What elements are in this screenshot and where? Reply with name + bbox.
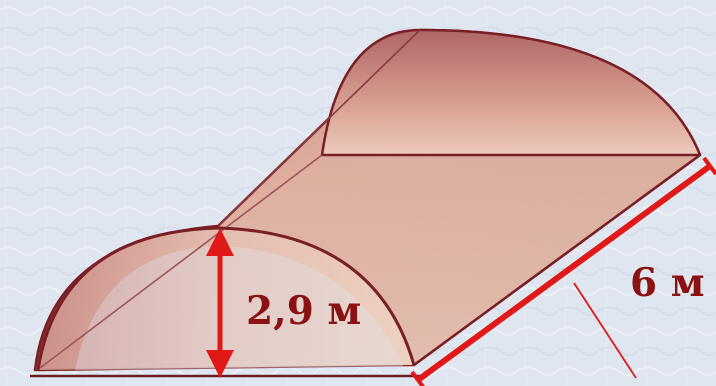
- arrow-up-icon: [206, 228, 234, 256]
- height-dimension: [206, 228, 234, 378]
- arrow-down-icon: [206, 350, 234, 378]
- length-dimension: [410, 156, 716, 386]
- front-arch-outline: [36, 226, 416, 371]
- base-edge-left: [39, 154, 323, 369]
- length-leader-line: [573, 282, 637, 379]
- front-opening: [75, 246, 405, 370]
- back-end-arch: [320, 28, 702, 157]
- ridge-line: [217, 29, 421, 227]
- length-label: 6 м: [630, 260, 705, 306]
- base-edge-right: [413, 153, 701, 367]
- height-label: 2,9 м: [246, 288, 362, 334]
